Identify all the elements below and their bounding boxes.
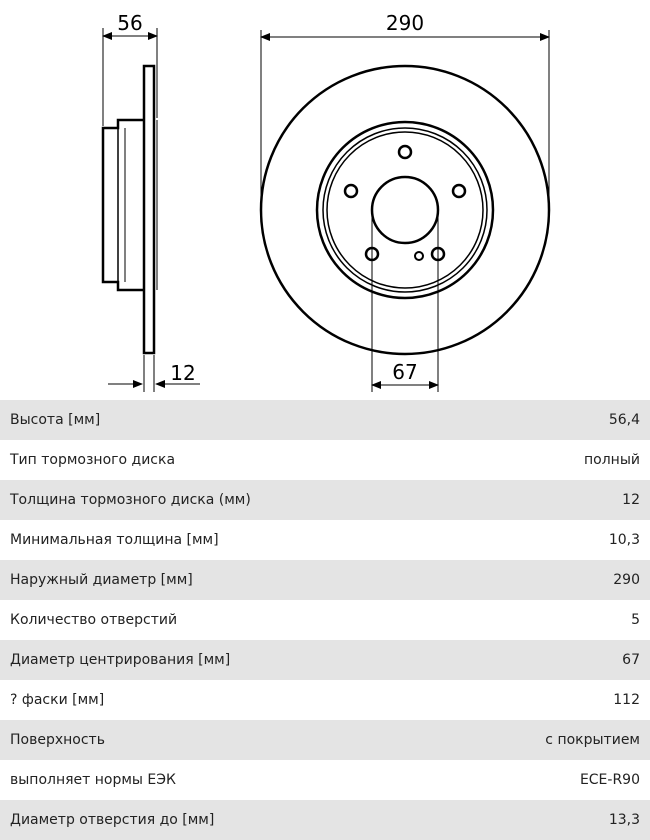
spec-row: Толщина тормозного диска (мм) 12 [0, 480, 650, 520]
spec-row: Высота [мм] 56,4 [0, 400, 650, 440]
spec-label: ? фаски [мм] [10, 692, 105, 708]
spec-label: Минимальная толщина [мм] [10, 532, 219, 548]
spec-row: выполняет нормы ЕЭК ECE-R90 [0, 760, 650, 800]
hat-outer-ring [315, 120, 495, 300]
spec-label: Диаметр отверстия до [мм] [10, 812, 215, 828]
spec-label: Диаметр центрирования [мм] [10, 652, 231, 668]
spec-label: Толщина тормозного диска (мм) [10, 492, 251, 508]
spec-row: Поверхность с покрытием [0, 720, 650, 760]
spec-label: Наружный диаметр [мм] [10, 572, 193, 588]
spec-label: Поверхность [10, 732, 105, 748]
spec-value: 10,3 [608, 532, 640, 548]
spec-value: ECE-R90 [579, 772, 640, 788]
front-view [259, 64, 551, 356]
bolt-hole [451, 183, 467, 199]
dim-outer-diameter [260, 30, 550, 205]
dim-outer-diameter-label: 290 [386, 11, 424, 35]
dim-center-bore [371, 210, 439, 392]
disc-flange [142, 64, 156, 355]
locating-hole [414, 251, 424, 261]
dim-disc-thickness-label: 12 [170, 361, 195, 385]
dim-center-bore-label: 67 [392, 360, 417, 384]
bolt-hole [343, 183, 359, 199]
outer-rim [259, 64, 551, 356]
spec-row: Количество отверстий 5 [0, 600, 650, 640]
spec-row: ? фаски [мм] 112 [0, 680, 650, 720]
spec-value: 12 [622, 492, 640, 508]
spec-row: Диаметр центрирования [мм] 67 [0, 640, 650, 680]
spec-value: с покрытием [545, 732, 640, 748]
spec-label: Количество отверстий [10, 612, 178, 628]
spec-row: Диаметр отверстия до [мм] 13,3 [0, 800, 650, 840]
spec-row: Наружный диаметр [мм] 290 [0, 560, 650, 600]
spec-value: 56,4 [608, 412, 640, 428]
spec-value: 5 [631, 612, 640, 628]
spec-row: Тип тормозного диска полный [0, 440, 650, 480]
spec-table: Высота [мм] 56,4 Тип тормозного диска по… [0, 400, 650, 840]
spec-value: 67 [622, 652, 640, 668]
spec-label: выполняет нормы ЕЭК [10, 772, 176, 788]
center-bore [370, 175, 440, 245]
bolt-hole [397, 144, 413, 160]
hat-section [101, 118, 144, 292]
spec-label: Тип тормозного диска [10, 452, 176, 468]
spec-label: Высота [мм] [10, 412, 101, 428]
brake-disc-drawing: 56 12 [101, 11, 551, 392]
spec-value: 13,3 [608, 812, 640, 828]
dim-thickness-total [102, 28, 158, 126]
technical-drawing: 56 12 [0, 0, 650, 400]
dim-thickness-total-label: 56 [117, 11, 142, 35]
spec-value: 112 [613, 692, 640, 708]
spec-value: 290 [613, 572, 640, 588]
dim-disc-thickness [108, 355, 200, 392]
spec-row: Минимальная толщина [мм] 10,3 [0, 520, 650, 560]
side-view [101, 64, 158, 355]
spec-value: полный [584, 452, 640, 468]
